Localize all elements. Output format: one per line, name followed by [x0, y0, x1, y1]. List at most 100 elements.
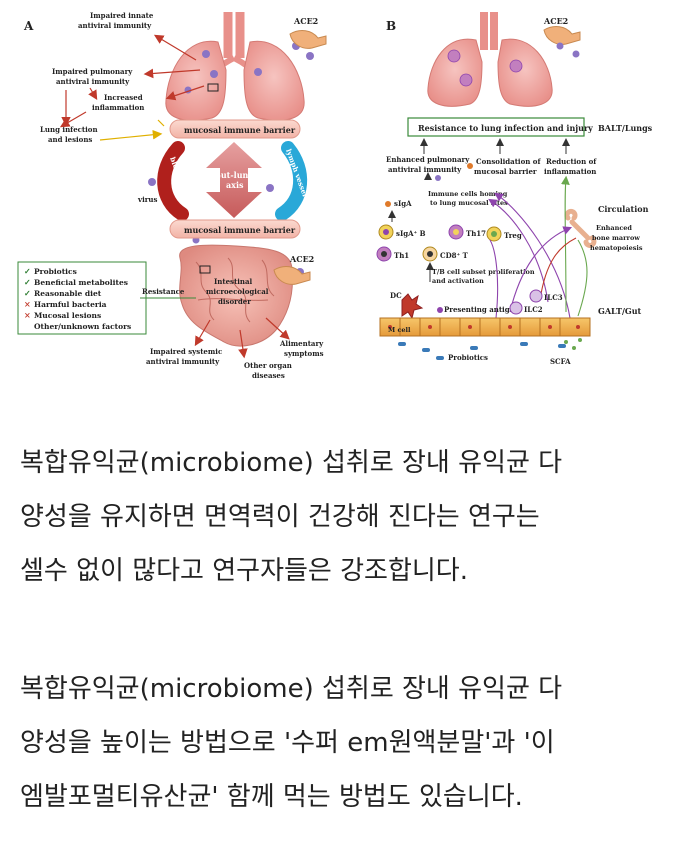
legend-mark-3: ×: [24, 299, 31, 309]
paragraph-1-line-1: 복합유익균(microbiome) 섭취로 장내 유익균 다: [20, 448, 563, 478]
homing-line2: to lung mucosal sites: [430, 199, 508, 207]
lymph-vessel: [275, 141, 307, 221]
legend-text-1: Beneficial metabolites: [34, 278, 128, 287]
gut-lung-axis-line2: axis: [226, 180, 244, 190]
intestine: [179, 244, 293, 347]
th17-label: Th17: [466, 229, 486, 238]
consolidation-line1: Consolidation of: [476, 157, 541, 166]
zoom-box-lung: [207, 83, 219, 92]
ilc2-label: ILC2: [524, 305, 543, 314]
siga-label: sIgA: [394, 199, 412, 208]
ace2-label-top: ACE2: [293, 16, 318, 26]
siga-dot-1: [467, 163, 473, 169]
impaired-innate-line1: Impaired innate: [90, 11, 154, 20]
red-arrows-a-bottom: [194, 317, 290, 359]
infected-foci-b: [447, 49, 523, 87]
tb-line1: T/B cell subset proliferation: [432, 268, 535, 276]
bone-line3: hematopoiesis: [590, 244, 643, 252]
siga-dot-2: [385, 201, 391, 207]
other-organ-line2: diseases: [252, 371, 285, 380]
scfa-dots: [564, 338, 582, 350]
enhanced-pulmonary-line1: Enhanced pulmonary: [386, 155, 470, 164]
cell-ilc2: [509, 301, 523, 315]
resistance-box-label: Resistance to lung infection and injury: [418, 123, 593, 133]
dendritic-cell: [401, 293, 424, 320]
impaired-systemic-line2: antiviral immunity: [146, 357, 220, 366]
scfa-label: SCFA: [550, 357, 571, 366]
th1-label: Th1: [394, 251, 409, 260]
balt-label: BALT/Lungs: [598, 123, 653, 133]
legend-text-0: Probiotics: [34, 267, 77, 276]
ace2-label-bottom: ACE2: [289, 254, 314, 264]
figure-svg: A ACE2 Impaired innate antiviral immunit…: [17, 11, 653, 380]
increased-inflammation-line1: Increased: [104, 93, 143, 102]
right-lung: [243, 40, 305, 121]
virus-label: virus: [137, 195, 158, 204]
body-paragraph-1: 복합유익균(microbiome) 섭취로 장내 유익균 다 양성을 유지하면 …: [20, 436, 660, 598]
mucosal-barrier-top: [169, 119, 301, 139]
increased-inflammation-line2: inflammation: [92, 103, 144, 112]
treg-label: Treg: [504, 231, 522, 240]
intestine-folds: [195, 257, 275, 323]
virus-particles-b: [435, 42, 580, 181]
red-arrows-a: [59, 34, 205, 128]
mucosal-barrier-top-label: mucosal immune barrier: [184, 125, 296, 135]
circulation-label: Circulation: [598, 204, 649, 214]
left-lung: [165, 40, 227, 121]
homing-line1: Immune cells homing: [428, 190, 508, 198]
mcell-label: M cell: [388, 326, 411, 334]
legend-mark-1: ✓: [24, 277, 31, 287]
reduction-line1: Reduction of: [546, 157, 597, 166]
yellow-arrow-lung: [99, 129, 163, 141]
reduction-line2: inflammation: [544, 167, 596, 176]
paragraph-2-line-1: 복합유익균(microbiome) 섭취로 장내 유익균 다: [20, 674, 563, 704]
cd8-label: CD8⁺ T: [440, 251, 469, 260]
mucosal-barrier-bottom: [169, 219, 301, 239]
paragraph-1-line-2: 양성을 유지하면 면역력이 건강해 진다는 연구는: [20, 502, 540, 532]
legend-mark-2: ✓: [24, 288, 31, 298]
legend-text-2: Reasonable diet: [34, 289, 102, 298]
circulation-curves: [488, 175, 588, 319]
paragraph-1-line-3: 셀수 없이 많다고 연구자들은 강조합니다.: [20, 556, 468, 586]
epithelium-nuclei: [388, 325, 580, 329]
tb-line2: and activation: [432, 277, 484, 285]
panel-b: B ACE2 Resistance to lung infection and …: [376, 12, 653, 366]
ace2-label-b: ACE2: [543, 16, 568, 26]
enhanced-pulmonary-line2: antiviral immunity: [388, 165, 462, 174]
intestinal-epithelium: [379, 317, 591, 337]
immune-cells: [376, 224, 502, 262]
epithelium-cells: [399, 318, 561, 336]
presenting-label: Presenting antigen: [444, 305, 519, 314]
lung-infection-line2: and lesions: [48, 135, 92, 144]
legend-mark-4: ×: [24, 310, 31, 320]
factor-legend-items: ✓Probiotics✓Beneficial metabolites✓Reaso…: [24, 266, 131, 331]
intestinal-line2: microecological: [206, 287, 269, 296]
blood-vessel: [157, 141, 189, 221]
consolidation-line2: mucosal barrier: [474, 167, 537, 176]
figure-gut-lung-axis: A ACE2 Impaired innate antiviral immunit…: [0, 0, 676, 400]
other-organ-line1: Other organ: [244, 361, 292, 370]
body-paragraph-2: 복합유익균(microbiome) 섭취로 장내 유익균 다 양성을 높이는 방…: [20, 662, 660, 824]
intestinal-line3: disorder: [218, 297, 251, 306]
yellow-arrow-infl: [157, 119, 165, 127]
ilc3-label: ILC3: [544, 293, 563, 302]
legend-text-5: Other/unknown factors: [34, 322, 131, 331]
paragraph-2-line-2: 양성을 높이는 방법으로 '수퍼 em원액분말'과 '이: [20, 728, 555, 758]
ace2-receptor-top: [289, 30, 327, 49]
panel-a-letter: A: [23, 19, 34, 33]
gut-lung-axis-arrow: [206, 142, 262, 218]
trachea-b: [480, 12, 498, 50]
paragraph-2-line-3: 엠발포멀티유산균' 함께 먹는 방법도 있습니다.: [20, 782, 523, 812]
lung-infection-line1: Lung infection: [40, 125, 98, 134]
legend-text-4: Mucosal lesions: [34, 311, 101, 320]
arrows-to-resistance: [420, 138, 570, 154]
sigab-label: sIgA⁺ B: [396, 229, 426, 238]
bone-line2: bone marrow: [592, 234, 640, 242]
trachea: [223, 12, 245, 58]
ace2-receptor-bottom: [273, 266, 311, 285]
alimentary-line2: symptoms: [284, 349, 324, 358]
resistance-box: [407, 117, 585, 137]
alimentary-line1: Alimentary: [279, 339, 324, 348]
panel-b-letter: B: [386, 19, 396, 33]
impaired-innate-line2: antiviral immunity: [78, 21, 152, 30]
